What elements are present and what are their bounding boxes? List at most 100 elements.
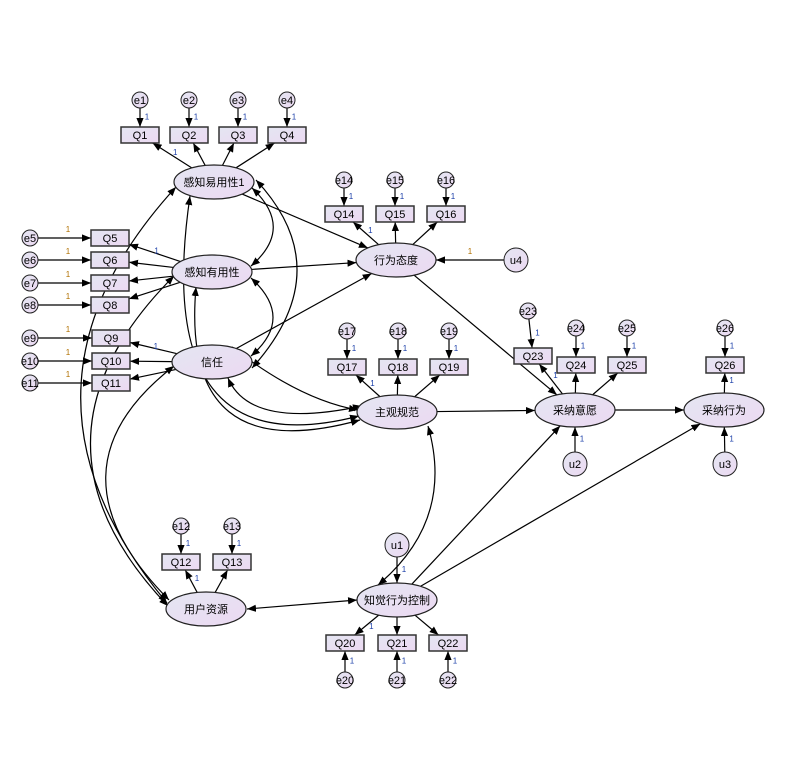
latent-ellipse (356, 394, 438, 430)
disturbance-u1[interactable]: u1 (384, 532, 410, 558)
loading-weight-label: 1 (370, 379, 375, 388)
observed-Q10[interactable]: Q10 (91, 352, 131, 370)
observed-Q9[interactable]: Q9 (91, 329, 131, 347)
observed-Q5[interactable]: Q5 (90, 229, 130, 247)
observed-Q23[interactable]: Q23 (513, 347, 553, 365)
observed-box (91, 352, 131, 370)
error-label: e16 (437, 175, 455, 187)
error-e6[interactable]: e6 (21, 251, 39, 269)
observed-label: Q23 (523, 351, 544, 363)
observed-box (556, 356, 596, 374)
error-e5[interactable]: e5 (21, 229, 39, 247)
disturbance-u2[interactable]: u2 (562, 451, 588, 477)
error-e17[interactable]: e17 (338, 322, 356, 340)
latent-res[interactable]: 用户资源 (165, 591, 247, 627)
error-e16[interactable]: e16 (437, 171, 455, 189)
error-e21[interactable]: e21 (388, 671, 406, 689)
latent-att[interactable]: 行为态度 (355, 242, 437, 278)
observed-Q26[interactable]: Q26 (705, 356, 745, 374)
error-e18[interactable]: e18 (389, 322, 407, 340)
error-label: e24 (567, 323, 585, 335)
error-weight-label: 1 (581, 342, 586, 351)
observed-Q12[interactable]: Q12 (161, 553, 201, 571)
error-e2[interactable]: e2 (180, 91, 198, 109)
path-pbc-ab (420, 423, 701, 587)
error-weight-label: 1 (403, 344, 408, 353)
observed-box (513, 347, 553, 365)
error-e3[interactable]: e3 (229, 91, 247, 109)
error-weight-label: 1 (186, 539, 191, 548)
observed-box (377, 634, 417, 652)
latent-bi[interactable]: 采纳意愿 (534, 392, 616, 428)
error-e11[interactable]: e11 (21, 374, 39, 392)
disturbance-u3[interactable]: u3 (712, 451, 738, 477)
observed-Q17[interactable]: Q17 (327, 358, 367, 376)
observed-box (169, 126, 209, 144)
error-e24[interactable]: e24 (567, 319, 585, 337)
loading-path (128, 259, 174, 269)
observed-Q22[interactable]: Q22 (428, 634, 468, 652)
error-e13[interactable]: e13 (223, 517, 241, 535)
error-e22[interactable]: e22 (439, 671, 457, 689)
observed-Q15[interactable]: Q15 (375, 205, 415, 223)
error-e20[interactable]: e20 (336, 671, 354, 689)
latent-pbc[interactable]: 知觉行为控制 (356, 582, 438, 618)
observed-Q14[interactable]: Q14 (324, 205, 364, 223)
disturbance-u4[interactable]: u4 (503, 247, 529, 273)
error-e26[interactable]: e26 (716, 319, 734, 337)
observed-Q6[interactable]: Q6 (90, 251, 130, 269)
observed-Q3[interactable]: Q3 (218, 126, 258, 144)
error-e10[interactable]: e10 (21, 352, 39, 370)
error-e8[interactable]: e8 (21, 296, 39, 314)
error-e14[interactable]: e14 (335, 171, 353, 189)
error-circle (278, 91, 296, 109)
error-e1[interactable]: e1 (131, 91, 149, 109)
error-e9[interactable]: e9 (21, 329, 39, 347)
observed-Q13[interactable]: Q13 (212, 553, 252, 571)
observed-Q4[interactable]: Q4 (267, 126, 307, 144)
latent-ab[interactable]: 采纳行为 (683, 392, 765, 428)
observed-Q11[interactable]: Q11 (91, 374, 131, 392)
observed-label: Q8 (103, 300, 118, 312)
error-circle (172, 517, 190, 535)
error-e4[interactable]: e4 (278, 91, 296, 109)
observed-Q24[interactable]: Q24 (556, 356, 596, 374)
observed-box (324, 205, 364, 223)
error-e25[interactable]: e25 (618, 319, 636, 337)
error-label: e23 (519, 306, 537, 318)
observed-Q20[interactable]: Q20 (325, 634, 365, 652)
error-weight-label: 1 (350, 657, 355, 666)
latent-pu[interactable]: 感知有用性 (171, 254, 253, 290)
error-e7[interactable]: e7 (21, 274, 39, 292)
observed-label: Q20 (335, 638, 356, 650)
latent-peou[interactable]: 感知易用性1 (173, 164, 255, 200)
observed-Q25[interactable]: Q25 (607, 356, 647, 374)
loading-path (192, 142, 206, 166)
latent-trust[interactable]: 信任 (171, 344, 253, 380)
loading-weight-label: 1 (553, 371, 558, 380)
disturbance-circle (384, 532, 410, 558)
loading-path (152, 142, 193, 169)
error-e23[interactable]: e23 (519, 302, 537, 320)
observed-Q7[interactable]: Q7 (90, 274, 130, 292)
observed-Q18[interactable]: Q18 (378, 358, 418, 376)
observed-Q2[interactable]: Q2 (169, 126, 209, 144)
cov-trust-res (105, 365, 175, 601)
observed-Q16[interactable]: Q16 (426, 205, 466, 223)
latent-ellipse (355, 242, 437, 278)
observed-Q1[interactable]: Q1 (120, 126, 160, 144)
observed-Q8[interactable]: Q8 (90, 296, 130, 314)
error-label: e1 (134, 95, 146, 107)
error-e15[interactable]: e15 (386, 171, 404, 189)
error-path (527, 318, 535, 349)
error-label: e19 (440, 326, 458, 338)
error-e12[interactable]: e12 (172, 517, 190, 535)
latent-sn[interactable]: 主观规范 (356, 394, 438, 430)
observed-Q19[interactable]: Q19 (429, 358, 469, 376)
error-label: e25 (618, 323, 636, 335)
observed-box (426, 205, 466, 223)
observed-Q21[interactable]: Q21 (377, 634, 417, 652)
observed-label: Q21 (387, 638, 408, 650)
error-e19[interactable]: e19 (440, 322, 458, 340)
error-label: e10 (21, 356, 39, 368)
